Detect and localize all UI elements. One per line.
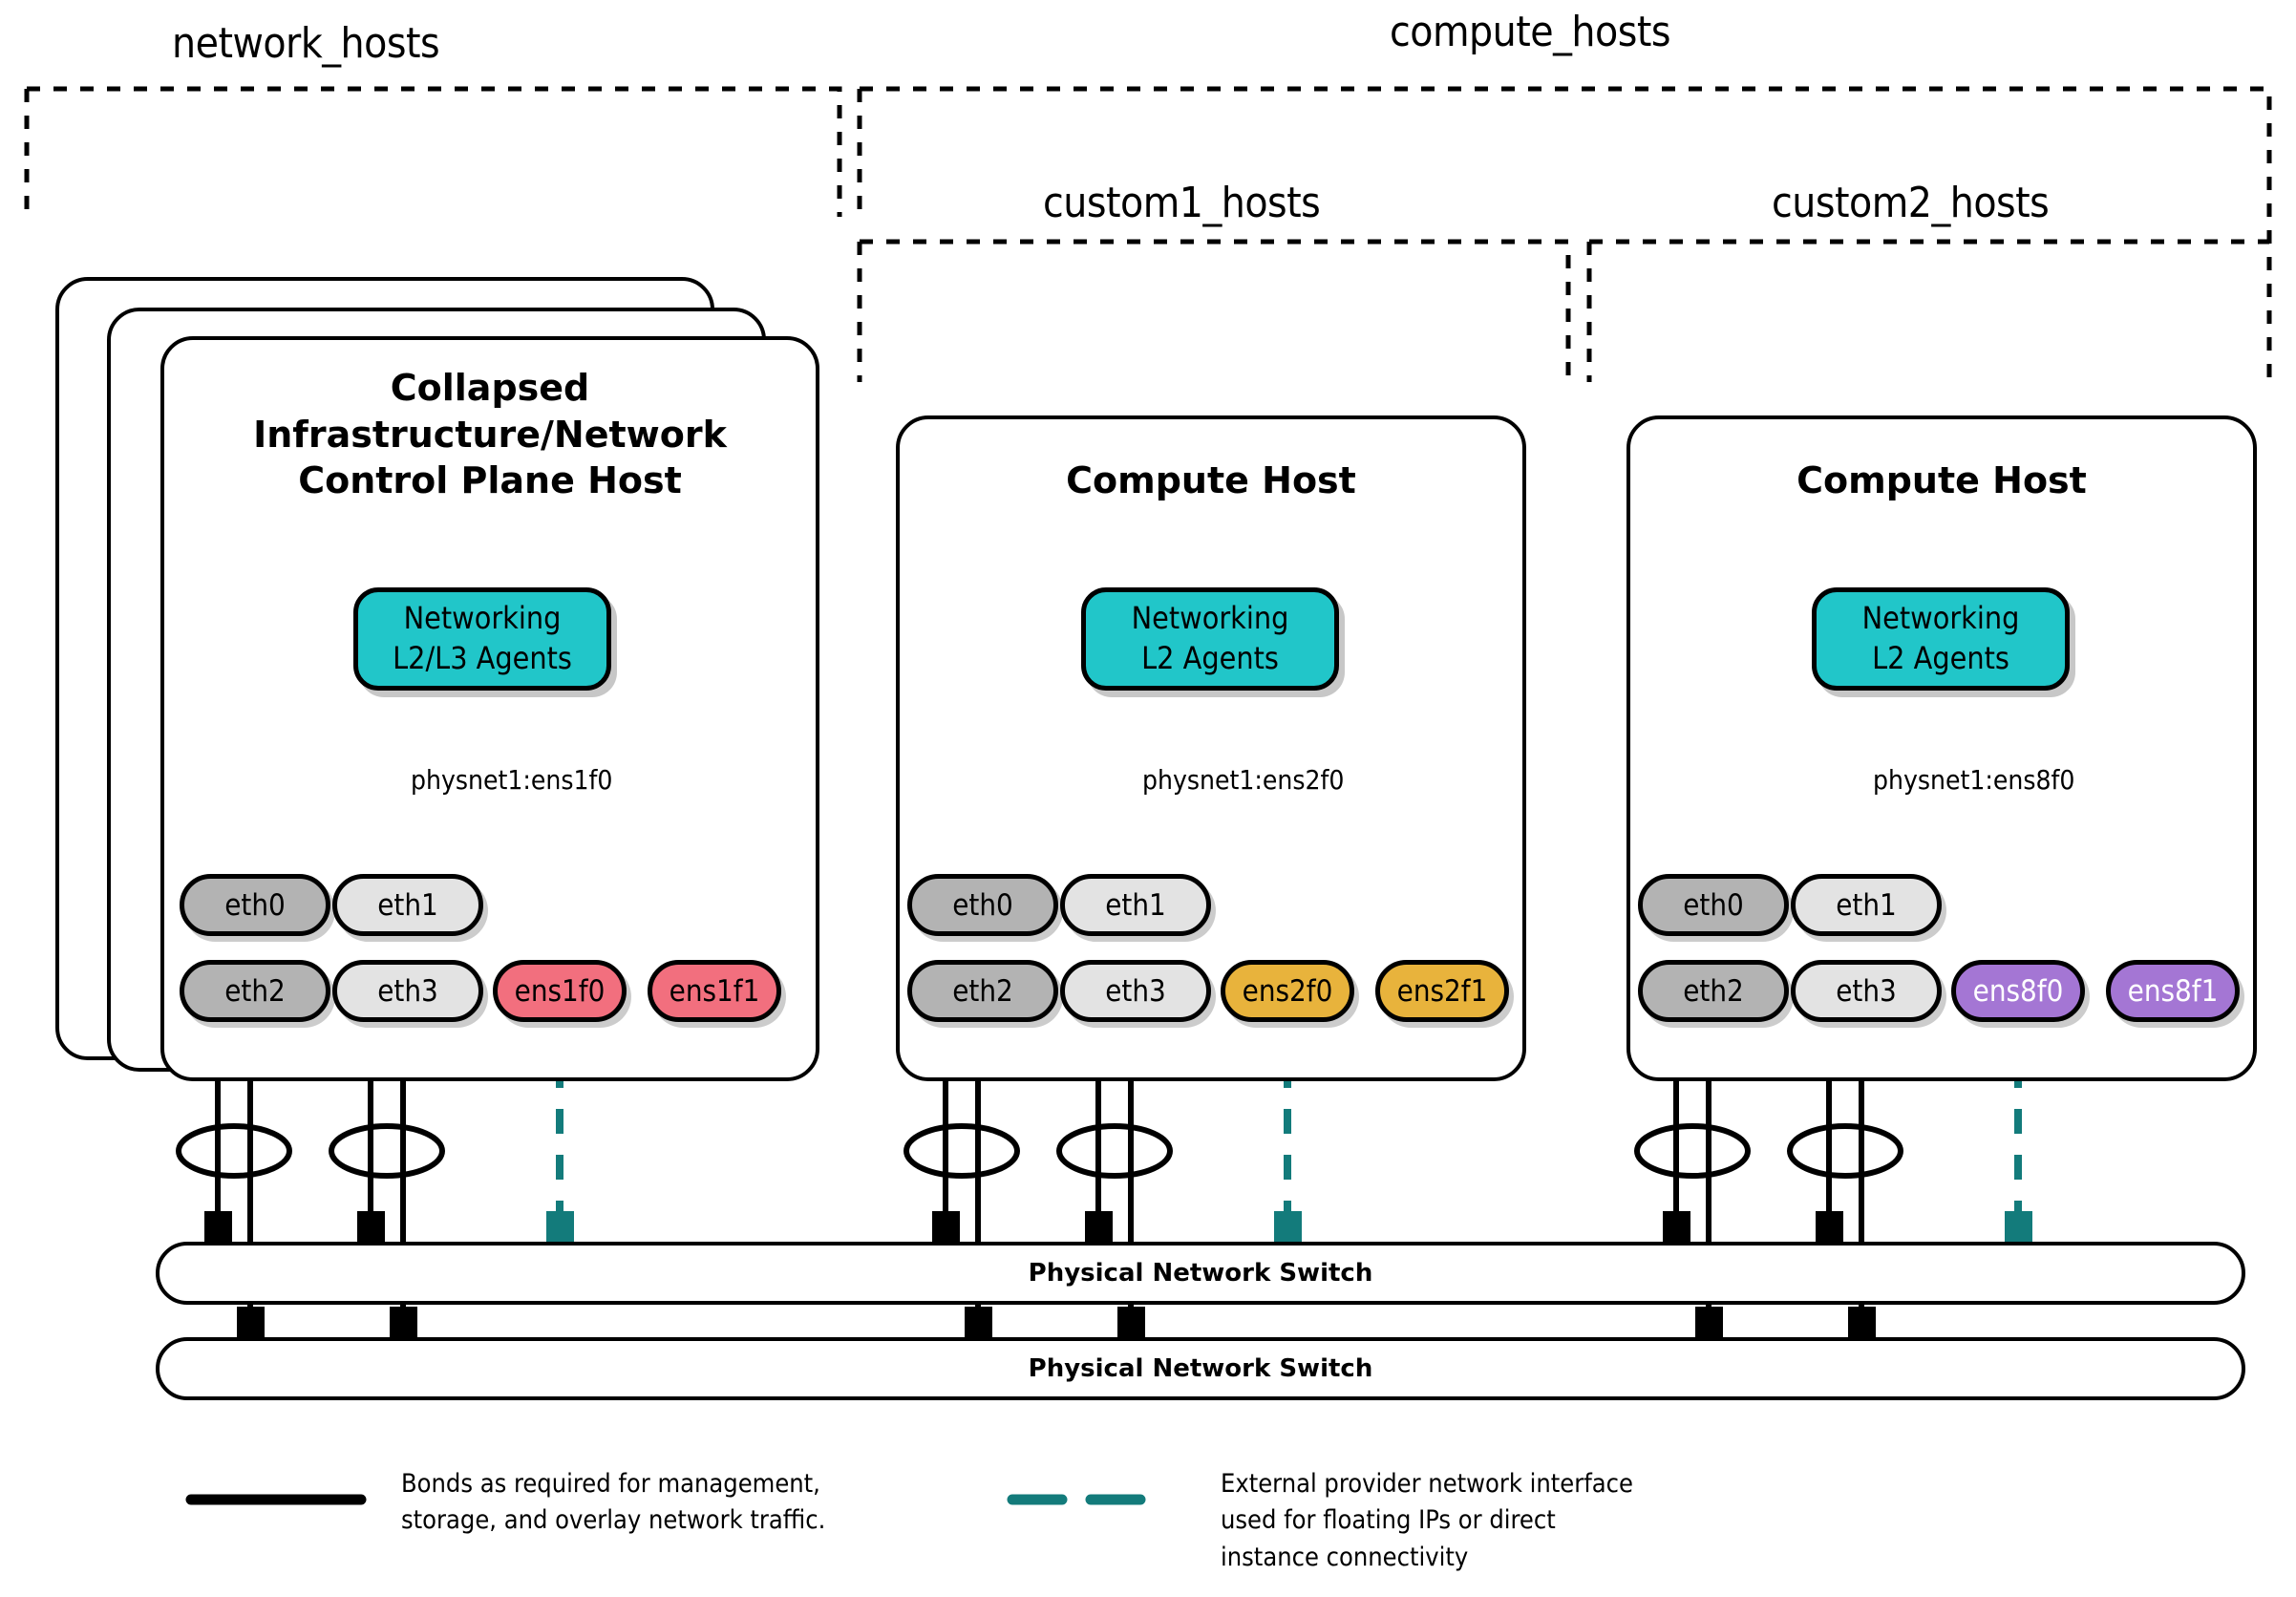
agent-label-line: Networking <box>403 600 562 637</box>
agent-pill-networking-l2-host-3[interactable]: Networking L2 Agents <box>1812 587 2070 691</box>
physnet-label-host-3: physnet1:ens8f0 <box>1873 764 2075 796</box>
legend-text-provider: External provider network interface used… <box>1221 1466 1717 1576</box>
legend-line: External provider network interface <box>1221 1469 1633 1499</box>
bond-ellipse <box>176 1123 292 1179</box>
group-frame-custom1-hosts <box>857 239 1571 382</box>
nic-eth2-host-1[interactable]: eth2 <box>180 960 330 1022</box>
nic-eth2-host-2[interactable]: eth2 <box>907 960 1058 1022</box>
port-connector <box>204 1211 232 1244</box>
nic-label: eth2 <box>1683 973 1744 1009</box>
nic-ens8f1-host-3[interactable]: ens8f1 <box>2106 960 2240 1022</box>
host-title-line: Collapsed <box>390 367 590 409</box>
agent-label-line: L2 Agents <box>1872 640 2009 676</box>
physnet-label-host-1: physnet1:ens1f0 <box>411 764 613 796</box>
port-connector <box>965 1307 992 1339</box>
port-connector <box>1117 1307 1145 1339</box>
host-title-line: Compute Host <box>1066 459 1356 501</box>
nic-label: eth2 <box>224 973 286 1009</box>
host-title-line: Infrastructure/Network <box>253 413 727 456</box>
nic-eth0-host-1[interactable]: eth0 <box>180 874 330 936</box>
port-connector-provider <box>1274 1211 1302 1244</box>
nic-label: eth3 <box>1105 973 1166 1009</box>
bond-ellipse <box>1634 1123 1751 1179</box>
bond-ellipse <box>1056 1123 1173 1179</box>
legend-line: Bonds as required for management, <box>401 1469 820 1499</box>
nic-eth0-host-2[interactable]: eth0 <box>907 874 1058 936</box>
host-card-collapsed-control-plane[interactable]: Collapsed Infrastructure/Network Control… <box>160 336 819 1081</box>
port-connector <box>1663 1211 1690 1244</box>
host-title-line: Compute Host <box>1796 459 2087 501</box>
nic-label: eth0 <box>952 887 1013 923</box>
nic-label: eth0 <box>1683 887 1744 923</box>
nic-label: eth2 <box>952 973 1013 1009</box>
port-connector <box>237 1307 265 1339</box>
port-connector <box>390 1307 417 1339</box>
nic-eth3-host-1[interactable]: eth3 <box>332 960 483 1022</box>
nic-ens2f0-host-2[interactable]: ens2f0 <box>1221 960 1354 1022</box>
nic-label: ens2f1 <box>1396 973 1488 1009</box>
port-connector <box>1085 1211 1113 1244</box>
host-title: Collapsed Infrastructure/Network Control… <box>164 365 816 504</box>
nic-eth2-host-3[interactable]: eth2 <box>1638 960 1789 1022</box>
agent-label-line: L2/L3 Agents <box>393 640 572 676</box>
switch-label: Physical Network Switch <box>1028 1259 1373 1288</box>
nic-label: ens2f0 <box>1242 973 1333 1009</box>
port-connector <box>1816 1211 1843 1244</box>
nic-ens2f1-host-2[interactable]: ens2f1 <box>1375 960 1509 1022</box>
physnet-label-host-2: physnet1:ens2f0 <box>1142 764 1345 796</box>
group-frame-custom2-hosts <box>1586 239 2272 382</box>
legend-text-bonds: Bonds as required for management, storag… <box>401 1466 860 1540</box>
nic-label: ens8f1 <box>2127 973 2219 1009</box>
bond-ellipse <box>329 1123 445 1179</box>
nic-label: eth1 <box>1105 887 1166 923</box>
port-connector-provider <box>2005 1211 2032 1244</box>
nic-eth1-host-3[interactable]: eth1 <box>1791 874 1942 936</box>
group-label-custom1-hosts: custom1_hosts <box>1043 179 1321 227</box>
nic-eth1-host-1[interactable]: eth1 <box>332 874 483 936</box>
agent-pill-networking-l2l3[interactable]: Networking L2/L3 Agents <box>353 587 611 691</box>
legend-line: storage, and overlay network traffic. <box>401 1505 826 1536</box>
nic-ens1f1-host-1[interactable]: ens1f1 <box>648 960 781 1022</box>
legend-line: instance connectivity <box>1221 1542 1469 1572</box>
nic-eth0-host-3[interactable]: eth0 <box>1638 874 1789 936</box>
agent-label-line: Networking <box>1861 600 2020 637</box>
port-connector <box>357 1211 385 1244</box>
group-frame-network-hosts <box>24 86 842 217</box>
group-label-compute-hosts: compute_hosts <box>1390 8 1671 56</box>
nic-label: eth0 <box>224 887 286 923</box>
nic-ens1f0-host-1[interactable]: ens1f0 <box>493 960 627 1022</box>
switch-bar-top[interactable]: Physical Network Switch <box>156 1242 2245 1305</box>
switch-bar-bottom[interactable]: Physical Network Switch <box>156 1337 2245 1400</box>
nic-label: eth1 <box>377 887 438 923</box>
nic-label: ens8f0 <box>1972 973 2064 1009</box>
agent-label-line: Networking <box>1131 600 1289 637</box>
group-frame-compute-hosts <box>857 86 2272 382</box>
host-title-line: Control Plane Host <box>298 459 682 502</box>
agent-label-line: L2 Agents <box>1141 640 1279 676</box>
group-label-custom2-hosts: custom2_hosts <box>1772 179 2050 227</box>
port-connector <box>932 1211 960 1244</box>
nic-eth3-host-3[interactable]: eth3 <box>1791 960 1942 1022</box>
port-connector <box>1695 1307 1723 1339</box>
nic-label: eth1 <box>1836 887 1897 923</box>
bond-ellipse <box>1787 1123 1903 1179</box>
switch-label: Physical Network Switch <box>1028 1354 1373 1383</box>
nic-label: ens1f0 <box>514 973 606 1009</box>
nic-label: eth3 <box>1836 973 1897 1009</box>
nic-eth3-host-2[interactable]: eth3 <box>1060 960 1211 1022</box>
port-connector-provider <box>546 1211 574 1244</box>
nic-eth1-host-2[interactable]: eth1 <box>1060 874 1211 936</box>
agent-pill-networking-l2-host-2[interactable]: Networking L2 Agents <box>1081 587 1339 691</box>
port-connector <box>1848 1307 1876 1339</box>
nic-label: ens1f1 <box>669 973 760 1009</box>
legend-line: used for floating IPs or direct <box>1221 1505 1556 1536</box>
host-title: Compute Host <box>900 458 1522 504</box>
nic-ens8f0-host-3[interactable]: ens8f0 <box>1951 960 2085 1022</box>
nic-label: eth3 <box>377 973 438 1009</box>
group-label-network-hosts: network_hosts <box>172 19 440 68</box>
bond-ellipse <box>904 1123 1020 1179</box>
host-title: Compute Host <box>1630 458 2253 504</box>
